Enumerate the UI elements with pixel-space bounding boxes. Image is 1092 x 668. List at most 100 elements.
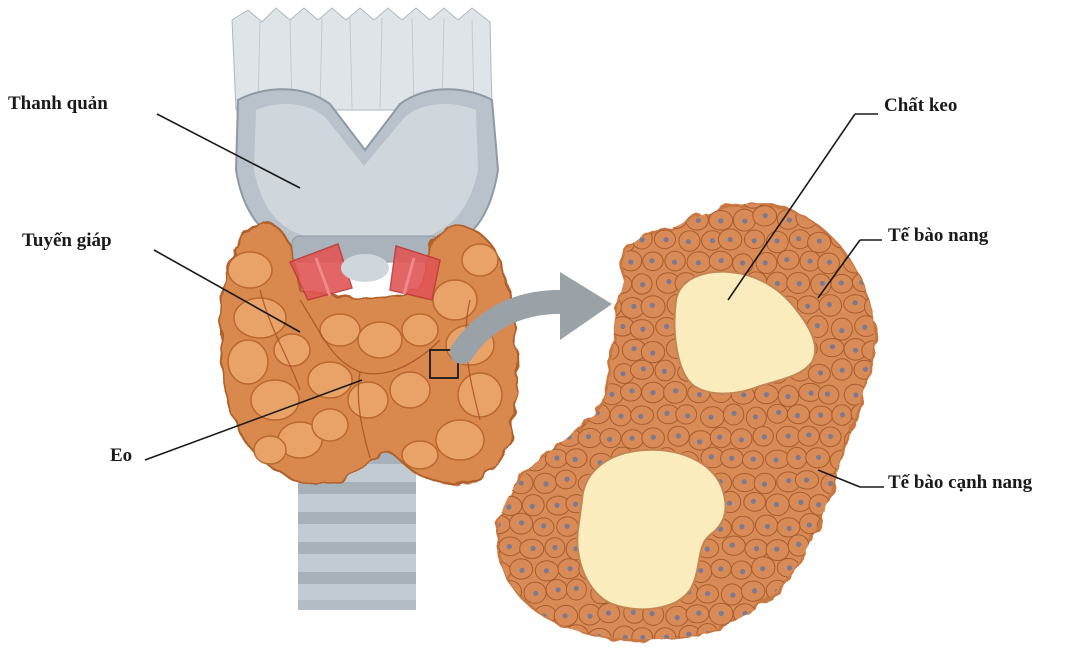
cell-nucleus	[490, 505, 495, 510]
follicular-cell	[831, 188, 853, 208]
cell-nucleus	[773, 457, 778, 462]
cell-nucleus	[554, 455, 559, 460]
follicular-cell	[853, 496, 877, 517]
follicular-cell	[810, 536, 832, 557]
cell-nucleus	[629, 388, 634, 393]
cell-nucleus	[741, 392, 746, 397]
cell-nucleus	[710, 194, 715, 199]
cell-nucleus	[598, 192, 603, 197]
cell-nucleus	[574, 586, 579, 591]
cell-nucleus	[873, 522, 878, 527]
cell-nucleus	[641, 366, 646, 371]
cell-nucleus	[839, 633, 844, 638]
cell-nucleus	[676, 433, 681, 438]
cell-nucleus	[532, 372, 537, 377]
follicular-cell	[856, 186, 876, 205]
cell-nucleus	[507, 544, 512, 549]
cell-nucleus	[820, 281, 825, 286]
cell-nucleus	[864, 193, 869, 198]
cell-nucleus	[853, 392, 858, 397]
cell-nucleus	[541, 213, 546, 218]
cell-nucleus	[573, 502, 578, 507]
follicular-cell	[580, 342, 600, 363]
follicular-cell	[830, 496, 853, 515]
follicular-cell	[532, 386, 554, 406]
follicular-cell	[845, 208, 865, 228]
cell-nucleus	[751, 457, 756, 462]
follicular-cell	[807, 583, 830, 605]
cell-nucleus	[650, 303, 655, 308]
cell-nucleus	[839, 280, 844, 285]
cell-nucleus	[742, 219, 747, 224]
cell-nucleus	[556, 587, 561, 592]
follicular-cell	[865, 296, 887, 318]
cell-nucleus	[528, 285, 533, 290]
cell-nucleus	[628, 260, 633, 265]
cell-nucleus	[507, 280, 512, 285]
cell-nucleus	[533, 190, 538, 195]
follicular-cell	[544, 406, 565, 428]
cell-nucleus	[542, 258, 547, 263]
cell-nucleus	[573, 457, 578, 462]
cell-nucleus	[518, 349, 523, 354]
cell-nucleus	[838, 544, 843, 549]
cell-nucleus	[763, 213, 768, 218]
cell-nucleus	[739, 524, 744, 529]
cell-nucleus	[622, 239, 627, 244]
follicular-cell	[741, 186, 764, 208]
cell-nucleus	[508, 633, 513, 638]
cell-nucleus	[784, 257, 789, 262]
cell-nucleus	[501, 480, 506, 485]
follicular-cell	[863, 603, 884, 623]
cell-nucleus	[865, 590, 870, 595]
cell-nucleus	[631, 610, 636, 615]
cell-nucleus	[828, 434, 833, 439]
follicular-cell	[534, 206, 555, 226]
cell-nucleus	[650, 350, 655, 355]
cell-nucleus	[664, 324, 669, 329]
cell-nucleus	[485, 544, 490, 549]
follicular-cell	[612, 185, 633, 206]
cell-nucleus	[719, 611, 724, 616]
cell-nucleus	[564, 477, 569, 482]
follicular-cell	[867, 516, 888, 536]
cell-nucleus	[685, 413, 690, 418]
cell-nucleus	[730, 543, 735, 548]
cell-nucleus	[798, 500, 803, 505]
cell-nucleus	[507, 589, 512, 594]
follicular-cell	[822, 606, 843, 624]
cell-nucleus	[697, 392, 702, 397]
cell-nucleus	[639, 195, 644, 200]
cell-nucleus	[796, 455, 801, 460]
cell-nucleus	[786, 478, 791, 483]
cell-nucleus	[618, 414, 623, 419]
cell-nucleus	[786, 434, 791, 439]
cell-nucleus	[518, 388, 523, 393]
cell-nucleus	[562, 213, 567, 218]
cell-nucleus	[541, 523, 546, 528]
cell-nucleus	[686, 192, 691, 197]
label-thyroid: Tuyến giáp	[22, 230, 112, 252]
cell-nucleus	[575, 370, 580, 375]
label-larynx: Thanh quản	[8, 93, 108, 115]
follicular-cell	[510, 605, 532, 625]
cell-nucleus	[710, 238, 715, 243]
cell-nucleus	[752, 196, 757, 201]
follicular-cell	[589, 316, 612, 336]
cell-nucleus	[742, 479, 747, 484]
cell-nucleus	[519, 568, 524, 573]
cell-nucleus	[705, 591, 710, 596]
cell-nucleus	[686, 239, 691, 244]
follicular-cell	[491, 209, 512, 230]
cell-nucleus	[847, 608, 852, 613]
cell-nucleus	[568, 566, 573, 571]
follicular-cell	[499, 627, 521, 648]
cell-nucleus	[796, 236, 801, 241]
cell-nucleus	[819, 544, 824, 549]
cell-nucleus	[499, 611, 504, 616]
cell-nucleus	[825, 391, 830, 396]
cell-nucleus	[861, 503, 866, 508]
cell-nucleus	[696, 610, 701, 615]
cell-nucleus	[718, 218, 723, 223]
